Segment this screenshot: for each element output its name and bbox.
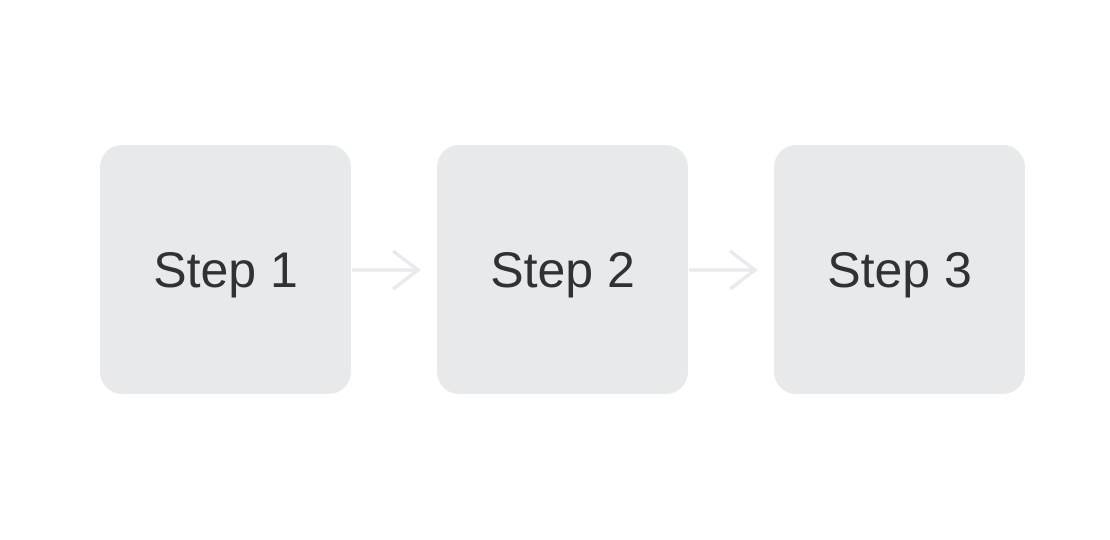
arrow-right-icon [689,249,758,290]
node-step-1: Step 1 [100,145,351,394]
node-step-1-label: Step 1 [153,241,298,298]
connector-step-2-to-step-3 [688,145,774,394]
node-step-3: Step 3 [774,145,1025,394]
arrow-right-icon [352,249,421,290]
node-step-2-label: Step 2 [490,241,635,298]
connector-step-1-to-step-2 [351,145,437,394]
node-step-2: Step 2 [437,145,688,394]
flow-row: Step 1 Step 2 Step 3 [100,145,1025,394]
node-step-3-label: Step 3 [827,241,972,298]
